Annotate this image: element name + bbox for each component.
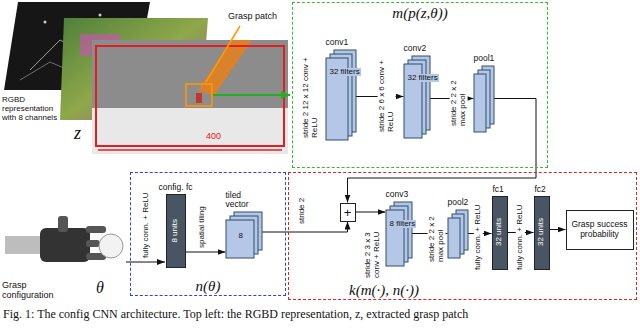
layer-name: config. fc (159, 183, 193, 192)
leader-line (206, 26, 240, 82)
photo-table (92, 108, 288, 154)
output-box: Grasp success probability (566, 210, 634, 250)
layer-shape (386, 202, 412, 266)
operation-label: fully conn. + ReLU (516, 196, 525, 270)
layer-stack: pool2 (448, 210, 468, 258)
operation-label: stride 2 6 x 6 conv + ReLU (378, 56, 396, 132)
filter-count: 32 filters (407, 74, 439, 83)
layer-stack: tiled vector8 (226, 212, 262, 258)
sum-node: + (340, 203, 356, 222)
sum-sign: + (344, 206, 352, 219)
feature-map (474, 74, 486, 132)
input-label: RGBD representation with 8 channels (2, 96, 60, 122)
operation-label: stride 2 2 x 2 max pool (450, 64, 468, 126)
layer-name: conv1 (326, 38, 349, 47)
operation-label: stride 2 3 x 3 conv + ReLU (364, 216, 382, 278)
unit-count: 8 (238, 232, 244, 241)
group-title: m(p(z,θ)) (392, 5, 447, 22)
layer-name: fc1 (493, 185, 504, 194)
ball (99, 234, 123, 258)
layer-name: fc2 (535, 185, 546, 194)
point (44, 21, 47, 24)
group-title: k(m(·), n(·)) (349, 282, 419, 299)
palm (40, 228, 90, 262)
group-box: +8 filtersconv3pool2fc132 unitsfc232 uni… (288, 172, 637, 300)
input-label: Grasp configuration (2, 281, 68, 301)
config-arrow (126, 262, 165, 263)
layer-stack: 8 filtersconv3 (386, 202, 412, 266)
layer-name: pool2 (448, 198, 469, 207)
group-box: config. fc8 unitstiled vector8n(θ) (130, 172, 286, 296)
layer-name: pool1 (474, 54, 495, 63)
photo-wall (92, 40, 288, 154)
operation-label: fully conn. + ReLU (474, 196, 483, 270)
finger (86, 240, 100, 247)
layer-name: tiled vector (226, 191, 266, 210)
layer-shape (326, 50, 356, 140)
unit-count: 32 units (537, 218, 546, 246)
robot-hand (5, 216, 165, 262)
connector-arrow (550, 229, 566, 230)
output-label: Grasp success probability (570, 220, 630, 239)
dimension-line (98, 149, 282, 151)
connector-arrow (356, 212, 386, 213)
filter-count: 8 filters (389, 220, 417, 229)
fc-layer: fc232 units (534, 196, 550, 270)
robot-arm (198, 40, 252, 96)
operation-label: spatial tiling (198, 190, 207, 248)
unit-count: 32 units (495, 218, 504, 246)
operation-label: stride 2 2 x 2 max pool (428, 200, 446, 262)
feature-map (386, 210, 404, 266)
patch-arrow (213, 94, 290, 96)
fc-layer: fc132 units (492, 196, 508, 270)
grasp-patch (186, 84, 212, 106)
layer-stack: pool1 (474, 66, 494, 132)
layer-shape (404, 56, 430, 138)
layer-shape (474, 66, 494, 132)
math-symbol: θ (96, 280, 104, 296)
wrist (5, 236, 43, 254)
layer-name: conv3 (386, 190, 409, 199)
operation-label: stride 2 12 x 12 conv + ReLU (302, 52, 320, 138)
dimension-label: 400 (206, 132, 221, 142)
point (99, 14, 102, 17)
operation-label: stride 2 (298, 188, 307, 224)
connector-arrow (348, 99, 537, 203)
group-title: n(θ) (196, 278, 221, 295)
fc-layer: config. fc8 units (166, 194, 186, 268)
feature-map (226, 220, 254, 258)
thumb (58, 216, 68, 232)
feature-map (448, 218, 460, 258)
connector-arrow (186, 252, 226, 253)
figure-caption: Fig. 1: The config CNN architecture. Top… (3, 307, 637, 321)
layer-name: conv2 (404, 44, 427, 53)
scene-photo (92, 26, 290, 154)
unit-count: 8 units (171, 219, 180, 243)
operation-label: fully conn. + ReLU (142, 184, 151, 258)
math-symbol: z (74, 124, 81, 142)
group-box: 32 filtersconv132 filtersconv2pool1m(p(z… (292, 2, 548, 168)
layer-stack: 32 filtersconv2 (404, 56, 430, 138)
filter-count: 32 filters (329, 68, 361, 77)
layer-shape (448, 210, 468, 258)
finger (86, 226, 106, 233)
callout-label: Grasp patch (228, 12, 277, 22)
object (196, 93, 202, 103)
layer-stack: 32 filtersconv1 (326, 50, 356, 140)
